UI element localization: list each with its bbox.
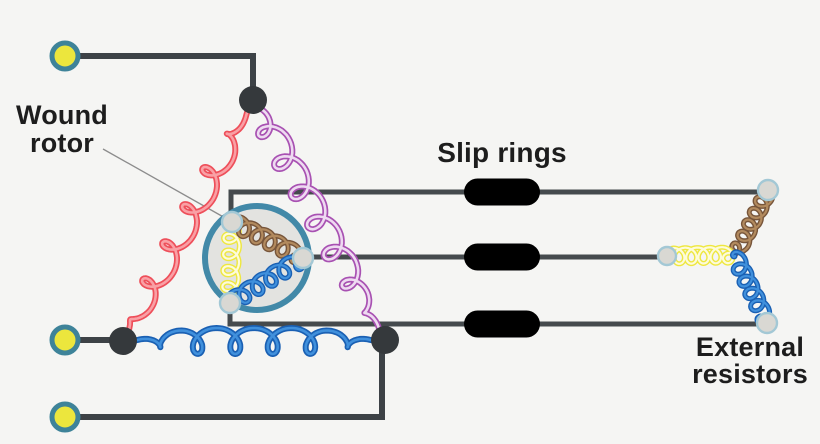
junction-node-right	[371, 326, 399, 354]
wound-rotor-label: Wound rotor	[16, 100, 108, 158]
external-resistor-coil-yellow	[663, 244, 737, 267]
slip-ring-top	[464, 178, 540, 206]
rotor-terminal-nodes	[218, 210, 315, 315]
external-resistor-coil-brown	[729, 187, 776, 257]
supply-terminals	[49, 40, 81, 433]
slip-rings	[464, 178, 540, 338]
stator-coil-purple	[250, 97, 388, 344]
bottom-terminal-wire	[65, 341, 385, 420]
rotor-coil-brown	[228, 214, 306, 266]
stator-coil-red	[120, 97, 256, 344]
resistor-terminal-nodes	[656, 178, 780, 335]
rotor-node-right	[291, 246, 315, 270]
rotor-node-bottom-left	[218, 291, 242, 315]
slip-ring-bottom	[464, 310, 540, 338]
stator-junction-nodes	[109, 86, 399, 355]
junction-node-top	[239, 86, 267, 114]
top-terminal-wire	[65, 53, 256, 100]
supply-terminal-top	[49, 40, 81, 72]
stator-coil-blue	[120, 325, 388, 357]
slip-ring-middle	[464, 243, 540, 271]
junction-node-left	[109, 327, 137, 355]
external-resistors-label: External resistors	[692, 332, 808, 389]
supply-terminal-middle	[49, 324, 81, 356]
resistor-node-middle	[656, 245, 678, 267]
rotor-node-top-left	[220, 210, 244, 234]
rotor-coil-yellow	[219, 219, 242, 306]
resistor-node-bottom	[755, 311, 779, 335]
resistor-node-top	[756, 178, 780, 202]
slip-rings-label: Slip rings	[437, 137, 567, 168]
supply-terminal-bottom	[49, 401, 81, 433]
rotor-coil-blue	[225, 254, 306, 307]
